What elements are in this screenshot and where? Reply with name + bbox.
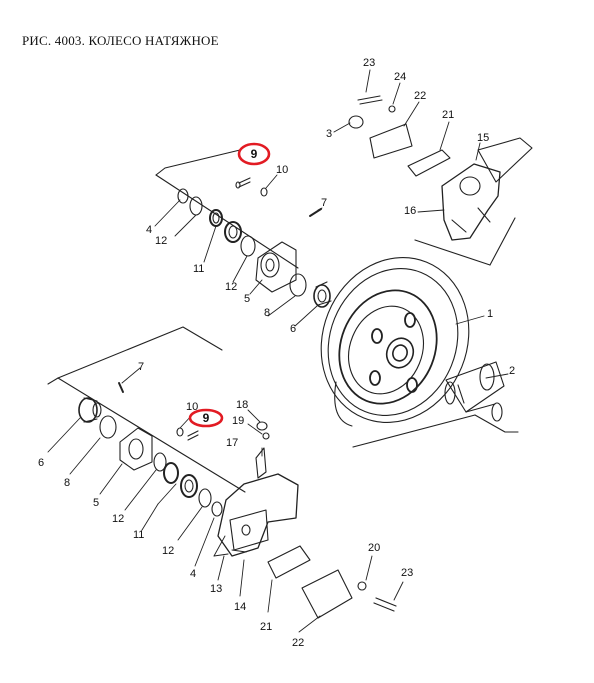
highlight-part-9-lower: 9 bbox=[188, 408, 224, 428]
callout-11-lower: 11 bbox=[133, 529, 144, 541]
callout-16: 16 bbox=[404, 205, 416, 217]
lower-assembly bbox=[78, 382, 223, 517]
callout-22-lower: 22 bbox=[292, 637, 304, 649]
callout-6-lower: 6 bbox=[38, 457, 44, 469]
callout-7-lower: 7 bbox=[138, 361, 144, 373]
upper-housing bbox=[348, 95, 533, 241]
callout-9-lower: 9 bbox=[203, 411, 210, 425]
callout-5-lower: 5 bbox=[93, 497, 99, 509]
callout-21-upper: 21 bbox=[442, 109, 454, 121]
callout-22-upper: 22 bbox=[414, 90, 426, 102]
callout-numbers: 1 2 3 4 4 5 5 6 6 7 7 8 8 10 10 11 11 12… bbox=[38, 57, 515, 649]
callout-9-upper: 9 bbox=[251, 147, 258, 161]
callout-2: 2 bbox=[509, 365, 515, 377]
figure-title: РИС. 4003. КОЛЕСО НАТЯЖНОЕ bbox=[22, 33, 219, 48]
callout-20: 20 bbox=[368, 542, 380, 554]
callout-10-lower: 10 bbox=[186, 401, 198, 413]
idler-wheel bbox=[320, 257, 470, 427]
callout-21-lower: 21 bbox=[260, 621, 272, 633]
callout-15: 15 bbox=[477, 132, 489, 144]
shaft bbox=[444, 361, 505, 422]
callout-13: 13 bbox=[210, 583, 222, 595]
lower-plates bbox=[267, 545, 397, 619]
callout-1: 1 bbox=[487, 308, 493, 320]
callout-8-lower: 8 bbox=[64, 477, 70, 489]
highlight-part-9-upper: 9 bbox=[237, 142, 271, 166]
group-bracket-lines bbox=[47, 149, 519, 493]
callout-10-upper: 10 bbox=[276, 164, 288, 176]
callout-12-lower-b: 12 bbox=[162, 545, 174, 557]
callout-18: 18 bbox=[236, 399, 248, 411]
callout-19: 19 bbox=[232, 415, 244, 427]
callout-4-upper: 4 bbox=[146, 224, 152, 236]
leader-lines bbox=[47, 69, 509, 633]
callout-23-lower: 23 bbox=[401, 567, 413, 579]
callout-12-lower-a: 12 bbox=[112, 513, 124, 525]
callout-4-lower: 4 bbox=[190, 568, 196, 580]
callout-14: 14 bbox=[234, 601, 246, 613]
callout-5-upper: 5 bbox=[244, 293, 250, 305]
callout-8-upper: 8 bbox=[264, 307, 270, 319]
callout-17: 17 bbox=[226, 437, 238, 449]
callout-24: 24 bbox=[394, 71, 406, 83]
lower-bracket bbox=[213, 421, 299, 557]
upper-assembly bbox=[177, 177, 332, 308]
callout-12-upper-a: 12 bbox=[155, 235, 167, 247]
callout-23-upper: 23 bbox=[363, 57, 375, 69]
callout-11-upper: 11 bbox=[193, 263, 204, 275]
callout-3: 3 bbox=[326, 128, 332, 140]
callout-12-upper-b: 12 bbox=[225, 281, 237, 293]
callout-6-upper: 6 bbox=[290, 323, 296, 335]
callout-7-upper: 7 bbox=[321, 197, 327, 209]
